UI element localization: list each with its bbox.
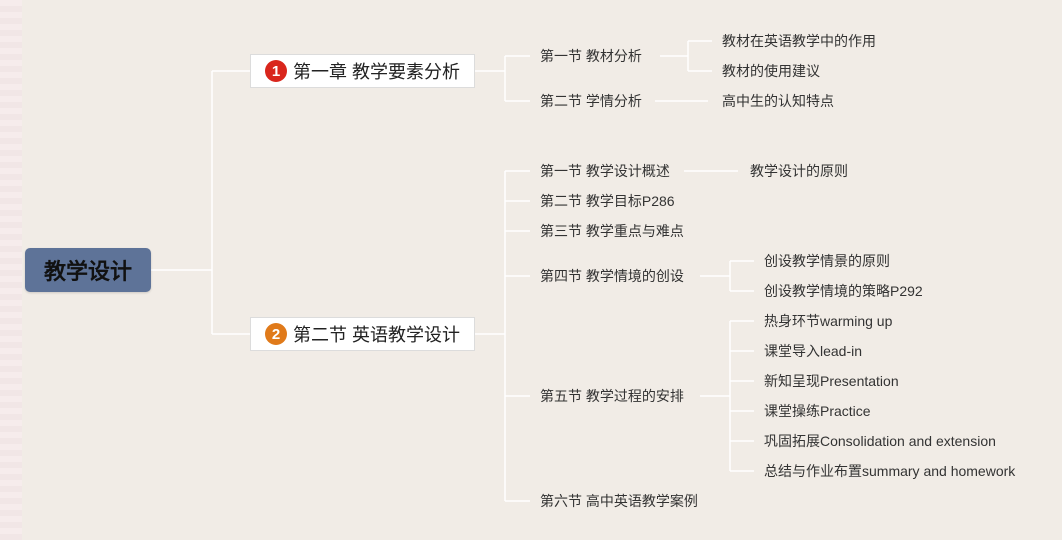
chapter-2-section-5-item-1[interactable]: 热身环节warming up xyxy=(764,313,893,329)
chapter-2-section-6[interactable]: 第六节 高中英语教学案例 xyxy=(540,493,698,509)
chapter-2-label: 第二节 英语教学设计 xyxy=(293,325,461,345)
chapter-2-section-2[interactable]: 第二节 教学目标P286 xyxy=(540,193,675,209)
chapter-2-section-4[interactable]: 第四节 教学情境的创设 xyxy=(540,268,684,284)
chapter-2-section-5-item-4[interactable]: 课堂操练Practice xyxy=(764,403,871,419)
chapter-1-section-2[interactable]: 第二节 学情分析 xyxy=(540,93,642,109)
chapter-1-label: 第一章 教学要素分析 xyxy=(293,62,461,82)
root-topic[interactable]: 教学设计 xyxy=(25,248,151,292)
priority-2-icon: 2 xyxy=(265,323,287,345)
chapter-1-section-2-item-1[interactable]: 高中生的认知特点 xyxy=(722,93,834,109)
chapter-2-section-5-item-3[interactable]: 新知呈现Presentation xyxy=(764,373,899,389)
root-topic-label: 教学设计 xyxy=(43,259,132,284)
chapter-2-section-5-item-2[interactable]: 课堂导入lead-in xyxy=(764,343,863,359)
chapter-2-section-5-item-5[interactable]: 巩固拓展Consolidation and extension xyxy=(764,433,996,449)
chapter-1-topic[interactable]: 1 第一章 教学要素分析 xyxy=(250,54,475,88)
chapter-1-section-1-item-2[interactable]: 教材的使用建议 xyxy=(722,63,820,79)
chapter-2-topic[interactable]: 2 第二节 英语教学设计 xyxy=(250,317,475,351)
edge-strip xyxy=(0,0,22,540)
chapter-2-section-5[interactable]: 第五节 教学过程的安排 xyxy=(540,388,684,404)
priority-1-icon: 1 xyxy=(265,60,287,82)
chapter-2-section-1-item-1[interactable]: 教学设计的原则 xyxy=(750,163,848,179)
chapter-1-section-1[interactable]: 第一节 教材分析 xyxy=(540,48,642,64)
chapter-1-section-1-item-1[interactable]: 教材在英语教学中的作用 xyxy=(722,33,876,49)
chapter-2-section-4-item-1[interactable]: 创设教学情景的原则 xyxy=(764,253,890,269)
chapter-2-section-3[interactable]: 第三节 教学重点与难点 xyxy=(540,223,684,239)
chapter-2-section-1[interactable]: 第一节 教学设计概述 xyxy=(540,163,670,179)
chapter-2-section-4-item-2[interactable]: 创设教学情境的策略P292 xyxy=(764,283,923,299)
chapter-2-section-5-item-6[interactable]: 总结与作业布置summary and homework xyxy=(764,463,1016,479)
